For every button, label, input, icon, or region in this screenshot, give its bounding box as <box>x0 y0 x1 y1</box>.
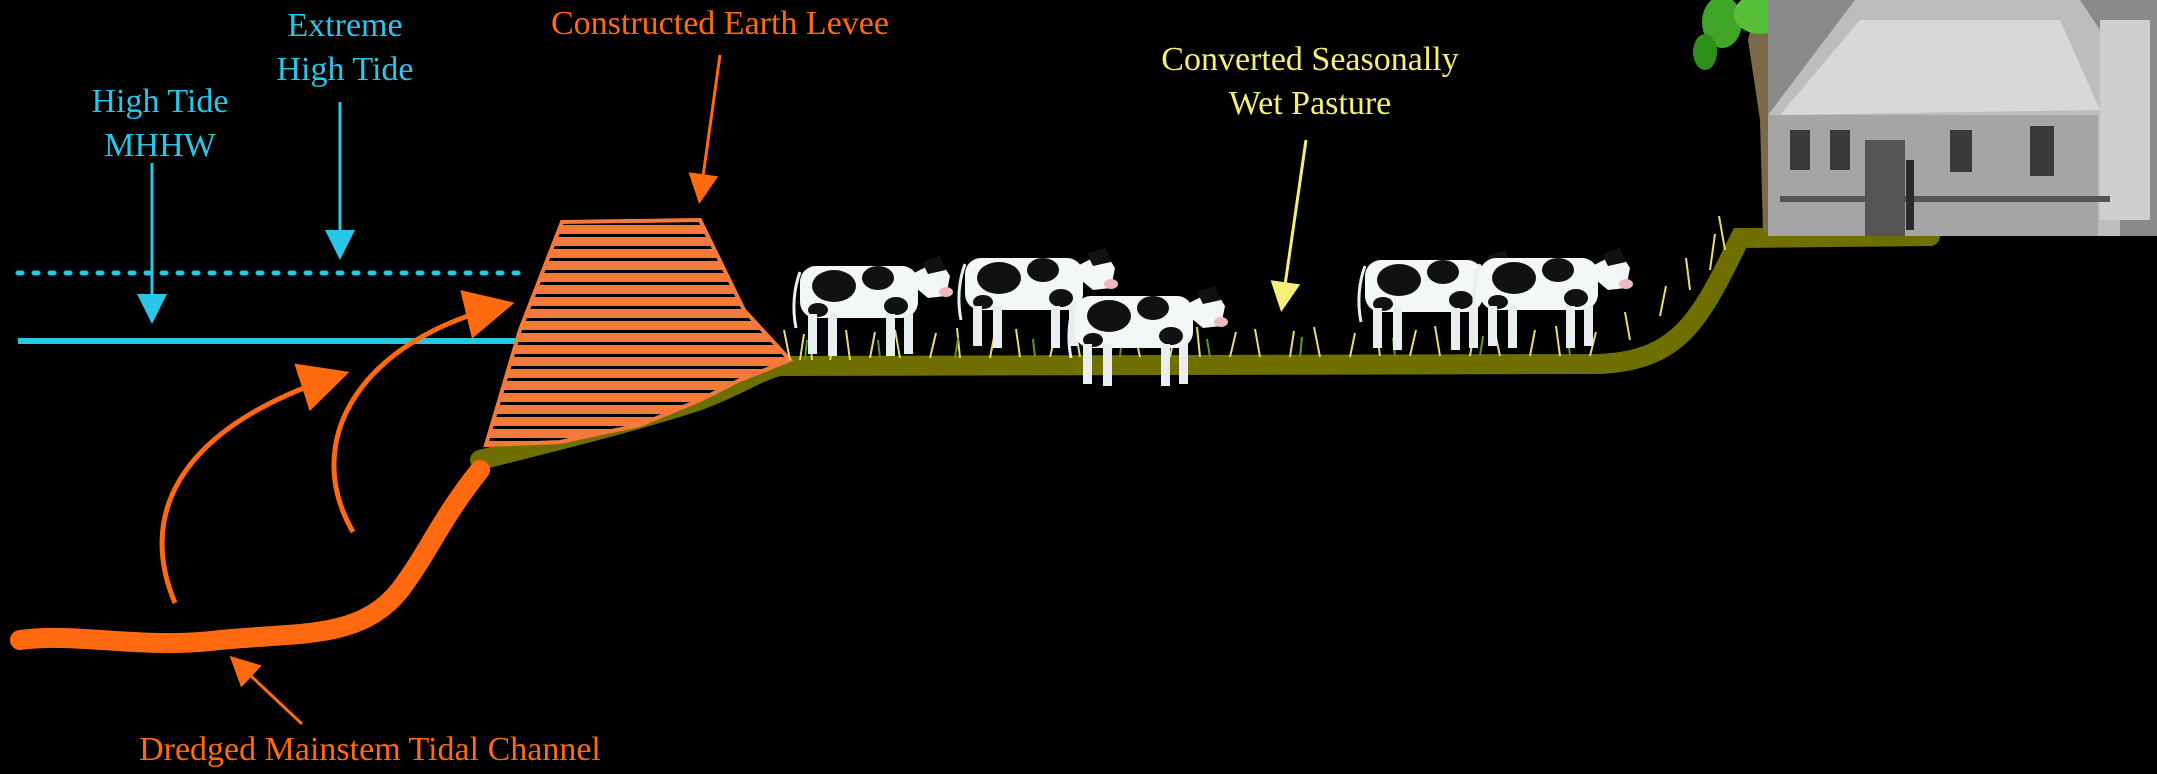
channel-label: Dredged Mainstem Tidal Channel <box>110 728 630 772</box>
high-tide-label-line1: High Tide <box>91 83 229 120</box>
flow-arrow <box>159 363 350 604</box>
extreme-high-tide-label-line2: High Tide <box>276 51 414 88</box>
channel-bed <box>10 460 490 654</box>
cow-icon <box>1067 286 1228 386</box>
pasture-label-line1: Converted Seasonally <box>1161 41 1459 78</box>
levee-label: Constructed Earth Levee <box>520 2 920 46</box>
high-tide-label-line2: MHHW <box>104 127 216 164</box>
extreme-high-tide-label: Extreme High Tide <box>250 4 440 92</box>
cow-icon <box>1472 248 1633 348</box>
levee-pointer <box>688 54 722 204</box>
high-tide-label: High Tide MHHW <box>70 80 250 168</box>
cow-icon <box>957 248 1118 348</box>
pasture-pointer <box>1270 139 1308 312</box>
channel-pointer <box>229 655 304 726</box>
extreme-high-tide-label-line1: Extreme <box>287 7 403 44</box>
levee-label-text: Constructed Earth Levee <box>551 5 889 42</box>
channel-label-text: Dredged Mainstem Tidal Channel <box>139 731 601 768</box>
pasture-label-line2: Wet Pasture <box>1228 85 1392 122</box>
flow-arrow <box>331 290 515 534</box>
pasture-label: Converted Seasonally Wet Pasture <box>1140 38 1480 126</box>
cows <box>792 248 1633 386</box>
farmhouse-icon <box>1768 0 2157 236</box>
cow-icon <box>792 256 953 356</box>
levee-body <box>483 217 794 448</box>
